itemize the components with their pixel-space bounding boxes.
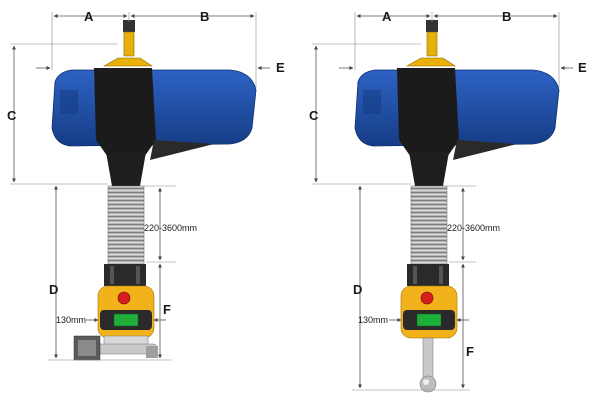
lift-hose bbox=[410, 185, 448, 267]
dim-label-e: E bbox=[578, 60, 587, 75]
gripper-tool bbox=[73, 335, 159, 361]
red-button-icon bbox=[420, 291, 434, 305]
lift-hose bbox=[107, 185, 145, 267]
pin-tool bbox=[419, 337, 437, 393]
display-screen bbox=[416, 313, 442, 327]
display-screen bbox=[113, 313, 139, 327]
dim-label-stroke-range: 220-3600mm bbox=[144, 223, 197, 233]
vent-grille bbox=[363, 90, 381, 114]
dim-label-stroke-range: 220-3600mm bbox=[447, 223, 500, 233]
dim-label-handle-width: 130mm bbox=[56, 315, 86, 325]
vent-grille bbox=[60, 90, 78, 114]
dim-label-e: E bbox=[276, 60, 285, 75]
hook-icon bbox=[405, 20, 456, 67]
hose-collar bbox=[409, 152, 449, 186]
hose-collar bbox=[106, 152, 146, 186]
dim-label-f: F bbox=[466, 344, 474, 359]
dim-label-a: A bbox=[382, 9, 392, 24]
hook-icon bbox=[102, 20, 153, 67]
dim-label-c: C bbox=[7, 108, 17, 123]
dim-label-b: B bbox=[502, 9, 511, 24]
dim-label-f: F bbox=[163, 302, 171, 317]
dimensions-right: A B E C D 220-3600mm F 130mm bbox=[309, 9, 587, 391]
dimensions-left: A B E C D 220-3600mm F 130mm bbox=[7, 9, 285, 361]
dim-label-handle-width: 130mm bbox=[358, 315, 388, 325]
dim-label-b: B bbox=[200, 9, 209, 24]
dim-label-d: D bbox=[49, 282, 58, 297]
center-housing bbox=[94, 68, 156, 160]
dim-label-a: A bbox=[84, 9, 94, 24]
hoist-unit-right bbox=[354, 20, 560, 393]
dim-label-c: C bbox=[309, 108, 319, 123]
hoist-unit-left bbox=[51, 20, 257, 361]
red-button-icon bbox=[117, 291, 131, 305]
dim-label-d: D bbox=[353, 282, 362, 297]
center-housing bbox=[397, 68, 459, 160]
